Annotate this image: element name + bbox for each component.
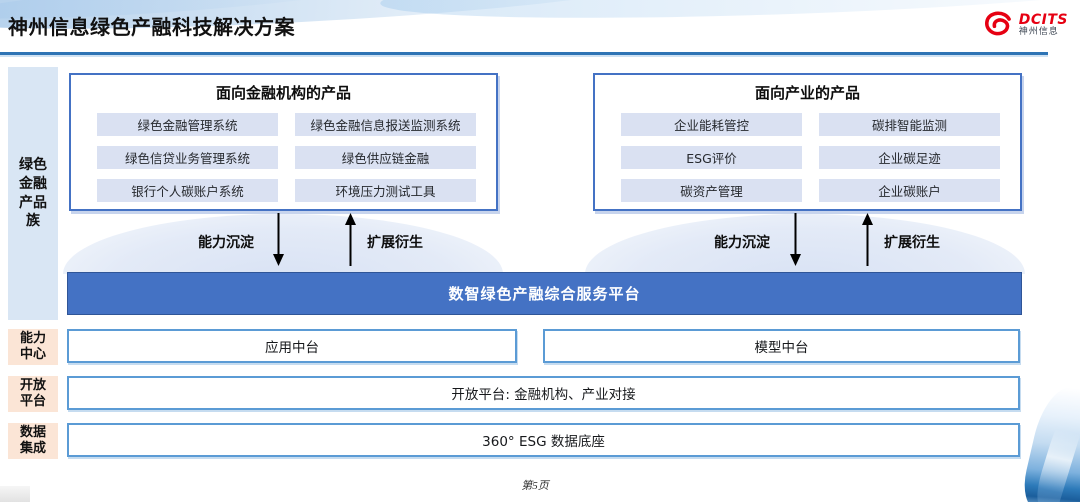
model-middle-platform-label: 模型中台 [754,340,809,356]
product-item: 碳资产管理 [621,179,802,202]
sidebar-open-platform: 开放 平台 [8,376,58,412]
product-item: 绿色金融信息报送监测系统 [295,113,476,136]
finance-products-box: 面向金融机构的产品 绿色金融管理系统 绿色金融信息报送监测系统 绿色信贷业务管理… [69,73,498,211]
sidebar-capability-center: 能力 中心 [8,329,58,365]
up-arrow-icon [345,213,356,266]
title-underline-glow [0,55,1048,57]
finance-products-grid: 绿色金融管理系统 绿色金融信息报送监测系统 绿色信贷业务管理系统 绿色供应链金融… [71,103,496,202]
expand-derive-label: 扩展衍生 [367,235,423,251]
down-arrow-icon [273,213,284,266]
platform-title: 数智绿色产融综合服务平台 [448,285,641,303]
dcits-swirl-icon [984,11,1011,36]
esg-data-base-label: 360° ESG 数据底座 [482,434,605,450]
page-title: 神州信息绿色产融科技解决方案 [8,15,295,39]
expand-derive-label: 扩展衍生 [884,235,940,251]
up-arrow-icon [862,213,873,266]
bottom-right-ribbon-decoration [990,372,1080,502]
product-item: 绿色信贷业务管理系统 [97,146,278,169]
logo-brand-text: DCITS [1018,11,1068,28]
sidebar-data-integration: 数据 集成 [8,423,58,459]
title-underline [0,52,1048,55]
industry-products-grid: 企业能耗管控 碳排智能监测 ESG评价 企业碳足迹 碳资产管理 企业碳账户 [595,103,1020,202]
industry-products-box: 面向产业的产品 企业能耗管控 碳排智能监测 ESG评价 企业碳足迹 碳资产管理 … [593,73,1022,211]
open-platform-box: 开放平台: 金融机构、产业对接 [67,376,1020,410]
down-arrow-icon [790,213,801,266]
page-number: 第5页 [521,480,549,492]
product-item: 碳排智能监测 [819,113,1000,136]
product-item: 环境压力测试工具 [295,179,476,202]
product-item: 绿色金融管理系统 [97,113,278,136]
finance-products-title: 面向金融机构的产品 [215,84,351,102]
app-middle-platform-box: 应用中台 [67,329,517,363]
open-platform-label: 开放平台: 金融机构、产业对接 [451,387,636,403]
industry-products-title: 面向产业的产品 [754,84,860,102]
product-item: 企业能耗管控 [621,113,802,136]
product-item: 绿色供应链金融 [295,146,476,169]
esg-data-base-box: 360° ESG 数据底座 [67,423,1020,457]
platform-bar: 数智绿色产融综合服务平台 [67,272,1022,315]
capability-settle-label: 能力沉淀 [198,235,254,251]
product-item: ESG评价 [621,146,802,169]
product-item: 企业碳账户 [819,179,1000,202]
product-item: 企业碳足迹 [819,146,1000,169]
capability-settle-label: 能力沉淀 [714,235,770,251]
logo-brand-chinese: 神州信息 [1018,26,1059,37]
dcits-logo: DCITS 神州信息 [981,8,1068,42]
app-middle-platform-label: 应用中台 [265,340,319,356]
bottom-left-decoration [0,486,30,502]
model-middle-platform-box: 模型中台 [543,329,1020,363]
product-item: 银行个人碳账户系统 [97,179,278,202]
right-dome-decoration [585,214,1025,274]
sidebar-green-product-family: 绿色 金融 产品 族 [8,67,58,320]
